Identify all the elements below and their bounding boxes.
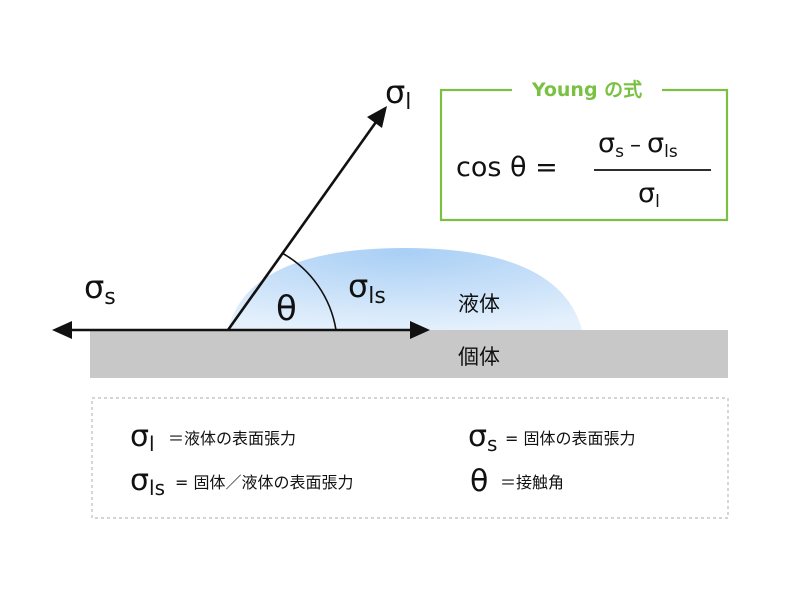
young-box-border: [439, 88, 729, 222]
theta-arc: [281, 252, 337, 331]
svg-text:θ: θ: [470, 464, 488, 499]
formula-denominator: σl: [638, 178, 660, 212]
svg-text:= 固体／液体の表面張力: = 固体／液体の表面張力: [175, 473, 354, 492]
sigma-ls-label: σls: [348, 267, 386, 309]
young-equation-box: Young の式 cos θ = σs–σls σl: [439, 78, 729, 222]
theta-label: θ: [276, 289, 297, 329]
legend-box: σl ＝液体の表面張力 σs = 固体の表面張力 σls = 固体／液体の表面張…: [91, 397, 729, 519]
solid-surface: [90, 330, 728, 378]
legend-item-theta: θ ＝接触角: [470, 464, 564, 499]
sigma-s-label: σs: [84, 268, 116, 310]
svg-text:σs: σs: [468, 419, 497, 456]
svg-text:σls: σls: [130, 463, 165, 500]
sigma-l-arrow: [226, 106, 387, 331]
liquid-label: 液体: [458, 292, 500, 316]
sigma-s-arrow: [52, 321, 228, 339]
legend-item-sigma-s: σs = 固体の表面張力: [468, 419, 636, 456]
svg-text:σl: σl: [130, 419, 155, 456]
legend-border: [91, 397, 729, 519]
legend-item-sigma-ls: σls = 固体／液体の表面張力: [130, 463, 354, 500]
svg-text:＝液体の表面張力: ＝液体の表面張力: [168, 429, 296, 448]
young-title: Young の式: [531, 78, 642, 101]
solid-label: 個体: [458, 345, 500, 369]
legend-item-sigma-l: σl ＝液体の表面張力: [130, 419, 296, 456]
sigma-l-label: σl: [385, 73, 411, 115]
svg-text:= 固体の表面張力: = 固体の表面張力: [505, 429, 636, 448]
liquid-droplet: [228, 248, 582, 330]
young-title-gap: [512, 80, 662, 100]
svg-text:＝接触角: ＝接触角: [500, 473, 564, 492]
formula-lhs: cos θ =: [456, 152, 558, 183]
sigma-ls-arrow: [228, 321, 430, 339]
formula-numerator: σs–σls: [598, 128, 678, 162]
